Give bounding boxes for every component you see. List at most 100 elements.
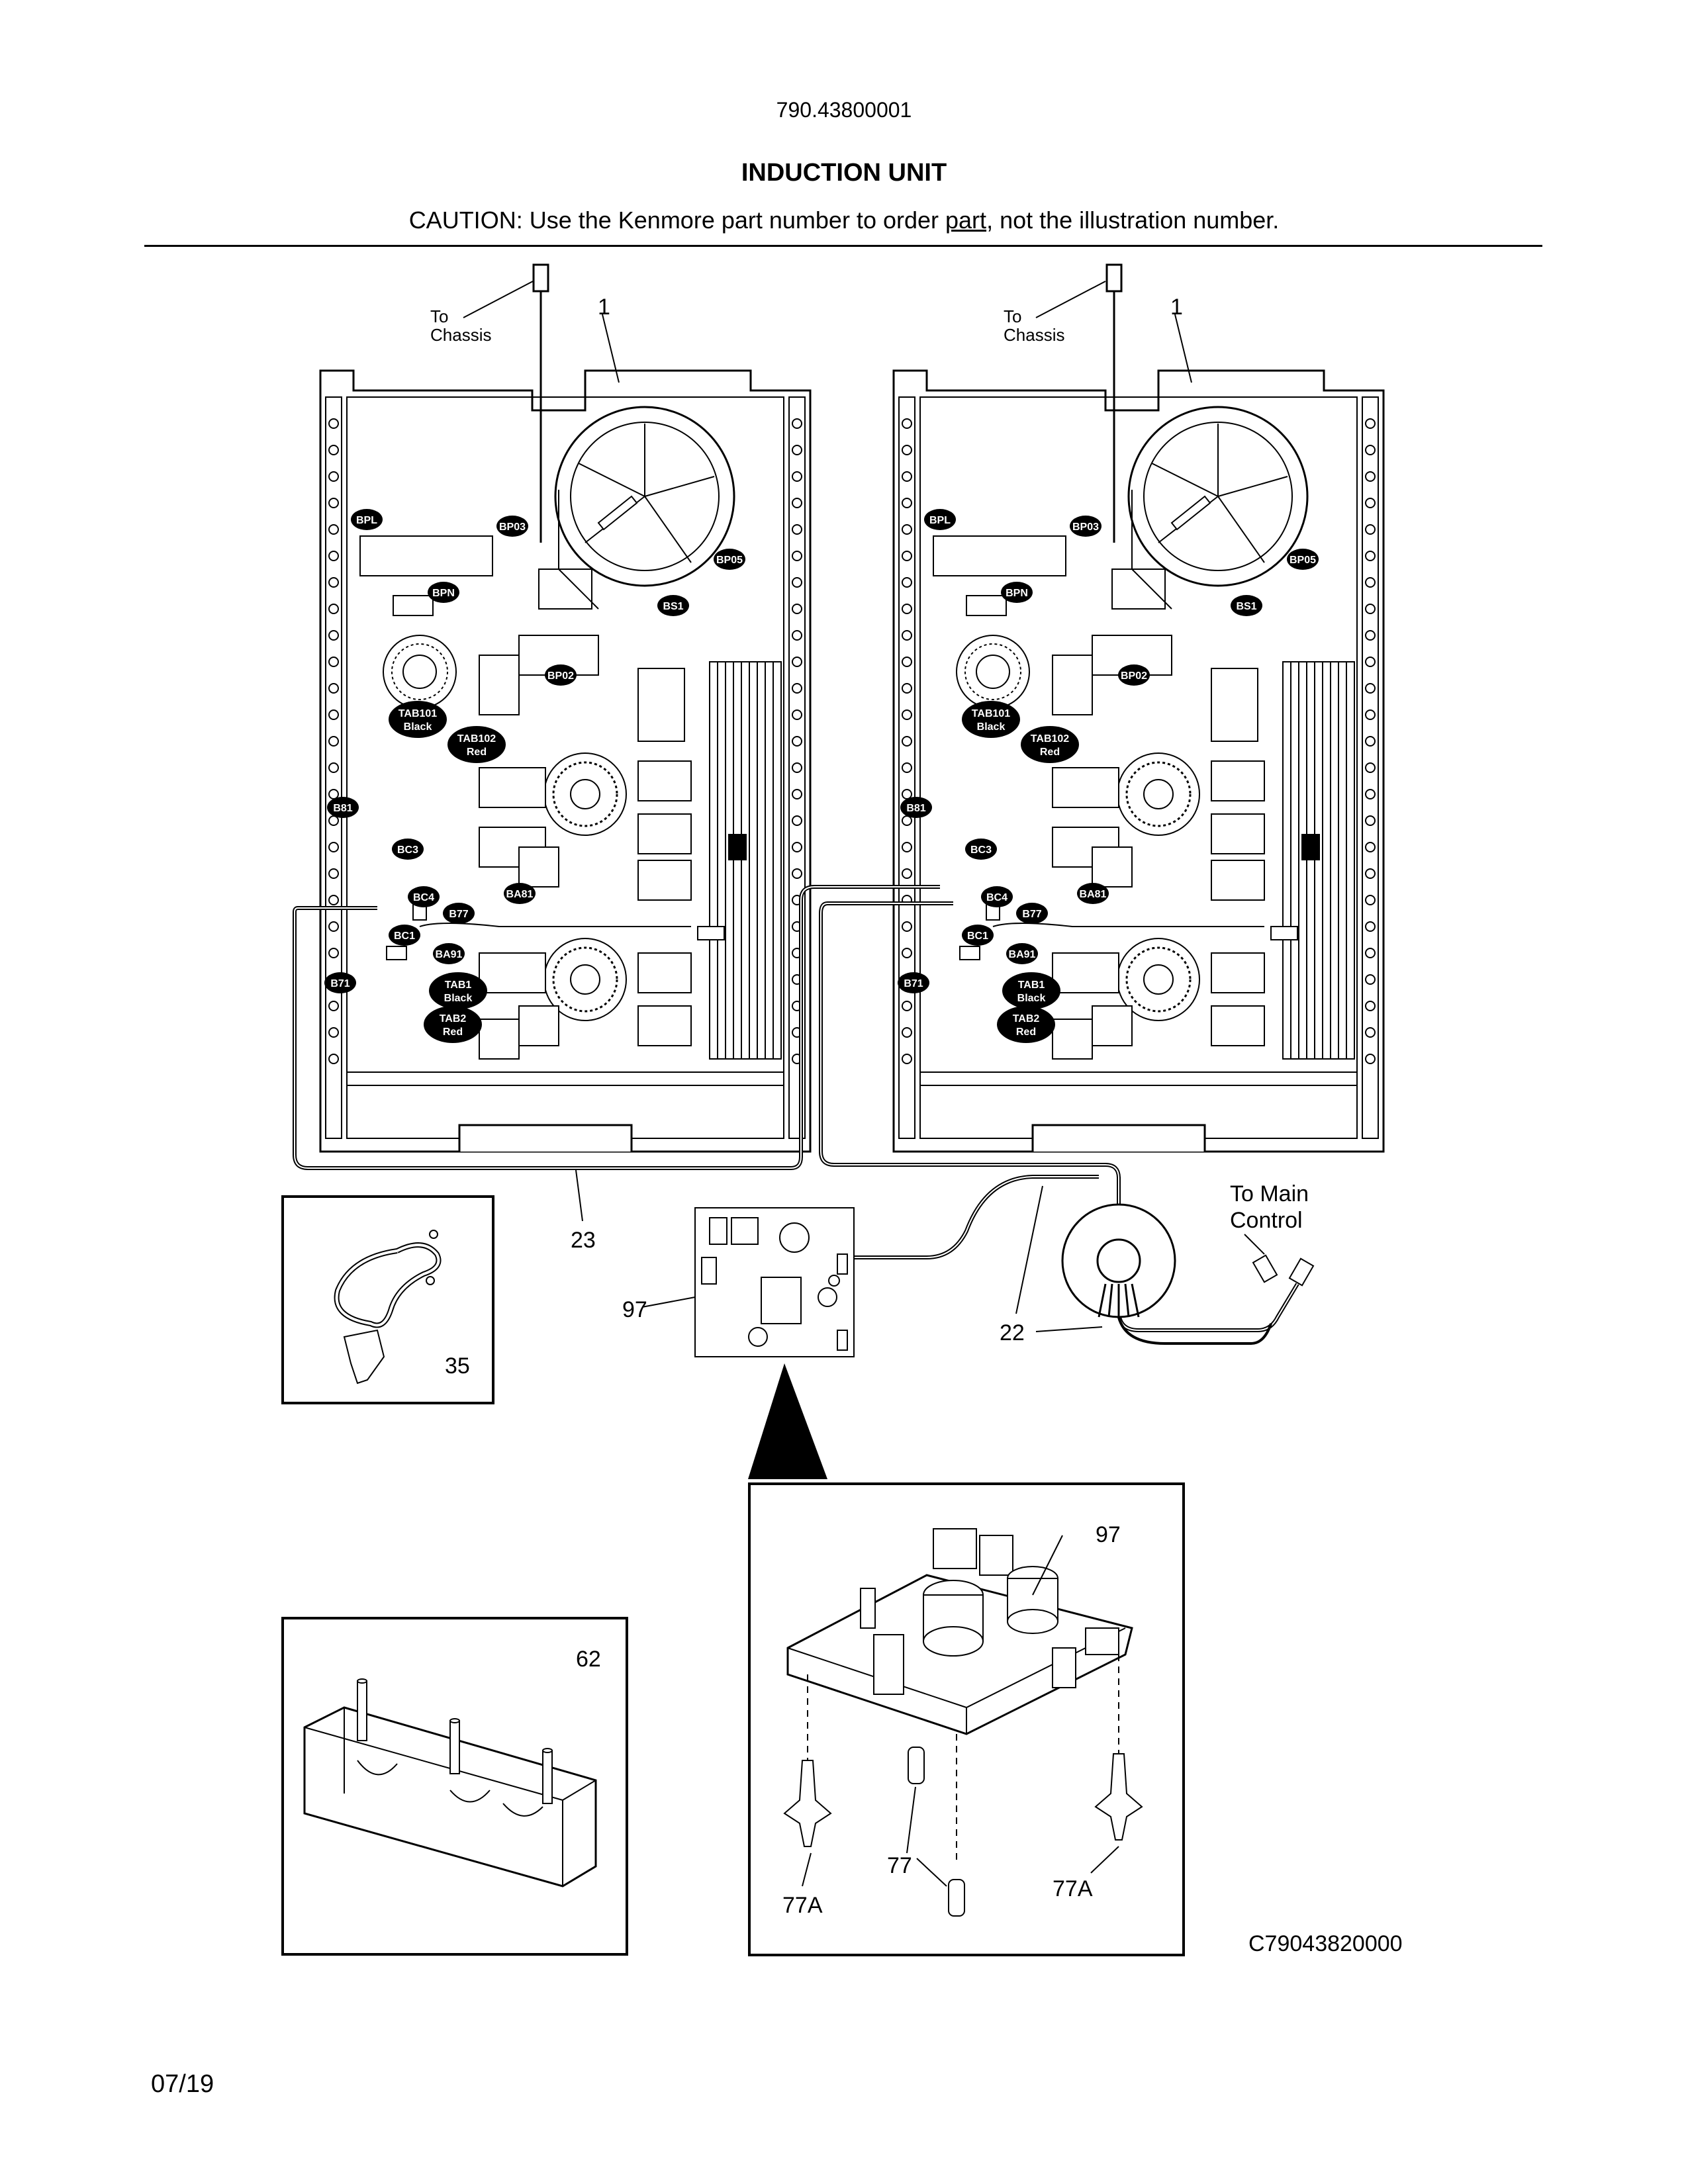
standoff-77a xyxy=(783,1753,1143,1847)
board-label-layer: BPLBP03BP05BPNBS1BP02TAB101BlackTAB102Re… xyxy=(324,509,1319,1043)
board-label-1-1: BP03 xyxy=(1070,516,1102,537)
induction-board-right xyxy=(892,369,1385,1153)
drawing-code: C79043820000 xyxy=(1248,1931,1403,1956)
board-label-text: BS1 xyxy=(1236,601,1256,612)
board-label-1-15: B71 xyxy=(898,972,929,993)
board-label-text: BC1 xyxy=(967,931,988,942)
board-label-1-5: BP02 xyxy=(1118,664,1150,686)
spacer-77 xyxy=(908,1747,965,1917)
board-label-text: BC4 xyxy=(413,892,434,903)
revision-date: 07/19 xyxy=(151,2070,214,2098)
callout-23: 23 xyxy=(571,1228,596,1253)
board-label-text: BA81 xyxy=(506,889,534,900)
board-label-text: TAB101 xyxy=(399,708,437,719)
board-label-0-11: BA81 xyxy=(504,883,536,904)
board-label-text: TAB1 xyxy=(445,979,472,991)
board-label-text: Red xyxy=(443,1026,463,1038)
model-number: 790.43800001 xyxy=(776,98,912,122)
board-label-text: Black xyxy=(977,721,1006,733)
zoom-pointer xyxy=(748,1363,827,1479)
board-label-text: BA91 xyxy=(436,949,463,960)
board-label-text: BP05 xyxy=(716,555,743,566)
board-label-1-10: BC4 xyxy=(981,886,1013,907)
to-chassis-label-left-a: To xyxy=(430,306,448,326)
callout-62: 62 xyxy=(576,1647,601,1672)
board-label-text: BPN xyxy=(1006,588,1028,599)
caution-suffix: , not the illustration number. xyxy=(986,206,1280,234)
board-label-text: BC3 xyxy=(970,844,992,856)
board-label-text: BP03 xyxy=(499,522,526,533)
board-label-text: Red xyxy=(1016,1026,1036,1038)
ground-wire-left xyxy=(532,263,549,543)
board-label-1-9: BC3 xyxy=(965,839,997,860)
board-label-1-13: BC1 xyxy=(962,925,994,946)
board-label-text: Black xyxy=(444,993,473,1004)
to-main-control-label-a: To Main xyxy=(1230,1181,1309,1206)
board-label-0-0: BPL xyxy=(351,509,383,530)
board-label-0-12: B77 xyxy=(443,903,475,924)
board-label-text: BPL xyxy=(929,515,951,526)
board-label-text: Black xyxy=(404,721,432,733)
board-label-text: BS1 xyxy=(663,601,683,612)
board-label-text: BPN xyxy=(432,588,455,599)
to-chassis-label-right-b: Chassis xyxy=(1004,325,1064,345)
callout-77a-right: 77A xyxy=(1053,1876,1093,1901)
ferrite-core xyxy=(1061,1203,1176,1318)
to-chassis-label-left-b: Chassis xyxy=(430,325,491,345)
induction-board-left xyxy=(319,369,812,1153)
callout-35: 35 xyxy=(445,1353,470,1379)
board-label-text: B81 xyxy=(333,803,352,814)
board-label-text: BC3 xyxy=(397,844,418,856)
board-label-text: B71 xyxy=(330,978,350,989)
board-label-0-9: BC3 xyxy=(392,839,424,860)
board-label-text: TAB1 xyxy=(1018,979,1045,991)
ground-wire-right xyxy=(1105,263,1123,543)
callout-77a-left: 77A xyxy=(782,1893,823,1918)
board-label-1-11: BA81 xyxy=(1077,883,1109,904)
board-label-text: BC1 xyxy=(394,931,415,942)
board-label-text: B81 xyxy=(906,803,925,814)
board-label-text: B77 xyxy=(449,909,468,920)
board-label-1-2: BP05 xyxy=(1287,549,1319,570)
board-label-text: B77 xyxy=(1022,909,1041,920)
to-chassis-label-right-a: To xyxy=(1004,306,1021,326)
board-label-text: B71 xyxy=(904,978,923,989)
board-label-text: Red xyxy=(467,747,487,758)
board-label-0-2: BP05 xyxy=(714,549,745,570)
filter-board-97 xyxy=(694,1207,855,1357)
callout-22: 22 xyxy=(1000,1320,1025,1345)
main-control-connector xyxy=(1244,1234,1315,1287)
board-label-0-8: B81 xyxy=(327,797,359,818)
callout-97-detail: 97 xyxy=(1096,1522,1121,1547)
board-label-0-15: B71 xyxy=(324,972,356,993)
header-divider xyxy=(144,245,1542,247)
callout-77: 77 xyxy=(887,1853,912,1878)
to-main-control-label-b: Control xyxy=(1230,1208,1303,1233)
board-label-text: BP02 xyxy=(547,670,574,682)
board-label-text: BPL xyxy=(356,515,377,526)
callout-1-left: 1 xyxy=(598,295,610,320)
board-label-0-10: BC4 xyxy=(408,886,440,907)
caution-note: CAUTION: Use the Kenmore part number to … xyxy=(0,206,1688,234)
board-label-text: BP05 xyxy=(1289,555,1316,566)
detail-box-62 xyxy=(281,1617,628,1956)
callout-97: 97 xyxy=(622,1297,647,1322)
board-label-text: BA91 xyxy=(1009,949,1036,960)
caution-prefix: CAUTION: Use the Kenmore part number to … xyxy=(408,206,946,234)
callout-1-right: 1 xyxy=(1170,295,1183,320)
detail-box-97 xyxy=(748,1482,1185,1956)
board-label-0-1: BP03 xyxy=(496,516,528,537)
board-label-1-0: BPL xyxy=(924,509,956,530)
board-label-text: BA81 xyxy=(1080,889,1107,900)
board-label-text: TAB101 xyxy=(972,708,1010,719)
board-label-text: BP03 xyxy=(1072,522,1099,533)
caution-link[interactable]: part xyxy=(945,206,987,234)
detail-box-35 xyxy=(281,1195,494,1404)
board-label-1-8: B81 xyxy=(900,797,932,818)
